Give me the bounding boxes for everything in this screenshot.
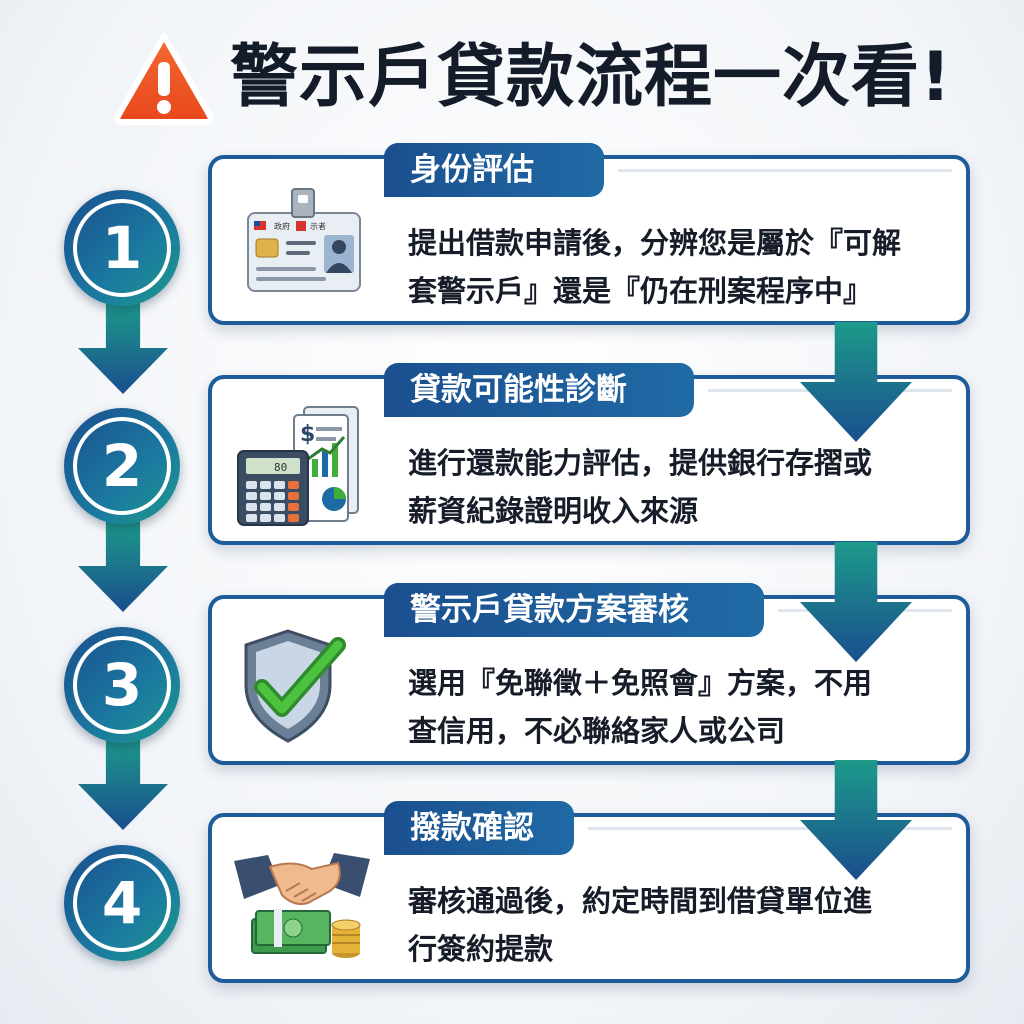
right-down-arrow-1	[800, 322, 912, 442]
page-title: 警示戶貸款流程一次看!	[230, 38, 953, 117]
desc-line: 選用『免聯徵＋免照會』方案，不用	[408, 666, 873, 700]
step-number-text: 2	[101, 432, 143, 500]
left-down-arrow-2	[78, 520, 168, 612]
step-card-2: 貸款可能性診斷 $ 80 進行還款能力評估，提供銀行存摺或 薪資紀錄證明收入來源	[208, 363, 970, 545]
step-title: 貸款可能性診斷	[384, 363, 694, 417]
step-number-text: 4	[101, 869, 143, 937]
desc-line: 提出借款申請後，分辨您是屬於『可解	[408, 226, 902, 260]
left-down-arrow-3	[78, 738, 168, 830]
desc-line: 審核通過後，約定時間到借貸單位進	[408, 884, 873, 918]
desc-line: 套警示戶』還是『仍在刑案程序中』	[408, 274, 873, 308]
page-header: 警示戶貸款流程一次看!	[112, 28, 952, 128]
step-title: 警示戶貸款方案審核	[384, 583, 764, 637]
desc-line: 行簽約提款	[408, 932, 554, 966]
handshake-money-icon	[234, 853, 370, 958]
svg-text:80: 80	[274, 461, 287, 474]
step-number-text: 1	[101, 214, 143, 282]
svg-text:$: $	[300, 422, 315, 447]
step-description: 審核通過後，約定時間到借貸單位進 行簽約提款	[408, 877, 954, 973]
step-description: 提出借款申請後，分辨您是屬於『可解 套警示戶』還是『仍在刑案程序中』	[408, 219, 954, 315]
right-down-arrow-2	[800, 542, 912, 662]
desc-line: 薪資紀錄證明收入來源	[408, 494, 699, 528]
step-description: 進行還款能力評估，提供銀行存摺或 薪資紀錄證明收入來源	[408, 439, 954, 535]
calculator-icon: $ 80	[237, 406, 359, 526]
step-card-3: 警示戶貸款方案審核 選用『免聯徵＋免照會』方案，不用 查信用，不必聯絡家人或公司	[208, 583, 970, 765]
step-number-2: 2	[64, 408, 180, 524]
shield-check-icon	[244, 629, 346, 743]
step-number-3: 3	[64, 627, 180, 743]
title-underline	[618, 169, 952, 172]
svg-text:政府: 政府	[274, 221, 290, 231]
step-description: 選用『免聯徵＋免照會』方案，不用 查信用，不必聯絡家人或公司	[408, 659, 954, 755]
step-number-text: 3	[101, 651, 143, 719]
title-underline	[588, 827, 952, 830]
step-number-4: 4	[64, 845, 180, 961]
warning-icon	[114, 33, 214, 125]
right-down-arrow-3	[800, 760, 912, 880]
desc-line: 查信用，不必聯絡家人或公司	[408, 714, 786, 748]
step-title: 身份評估	[384, 143, 604, 197]
step-number-1: 1	[64, 190, 180, 306]
left-down-arrow-1	[78, 302, 168, 394]
svg-text:示者: 示者	[310, 222, 326, 231]
desc-line: 進行還款能力評估，提供銀行存摺或	[408, 446, 873, 480]
step-title: 撥款確認	[384, 801, 574, 855]
id-card-icon: 政府 示者	[247, 188, 361, 292]
step-card-1: 身份評估 政府 示者 提出借款申請後，分辨您是屬於『可解 套警示戶』還是『仍在刑…	[208, 143, 970, 325]
